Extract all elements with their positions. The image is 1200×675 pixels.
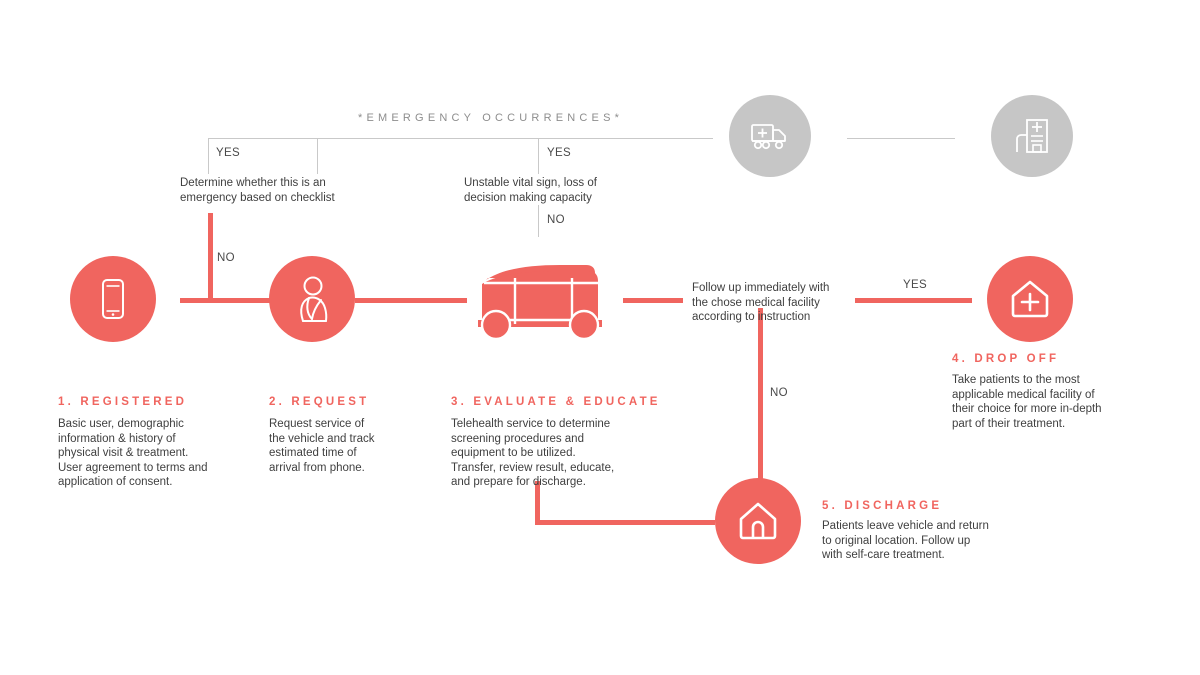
note-unstable-vitals: Unstable vital sign, loss of decision ma… <box>464 177 597 204</box>
hospital-building-icon <box>1014 117 1050 155</box>
flow-line-discharge-return-horizontal <box>535 520 715 525</box>
ambulance-icon <box>749 119 791 153</box>
step-node-discharge[interactable] <box>715 478 801 564</box>
step-body-evaluate-educate: Telehealth service to determine screenin… <box>451 418 615 489</box>
medical-facility-icon <box>1008 277 1052 321</box>
step-node-drop-off[interactable] <box>987 256 1073 342</box>
flow-line-request-to-evaluate <box>355 298 467 303</box>
bracket-tick-right <box>538 138 539 174</box>
step-body-drop-off: Take patients to the most applicable med… <box>952 374 1102 430</box>
branch-label-no-1: NO <box>217 252 235 264</box>
step-body-registered: Basic user, demographic information & hi… <box>58 418 208 489</box>
mobile-phone-icon <box>100 278 126 320</box>
step-node-evaluate-educate[interactable] <box>468 262 620 342</box>
flow-line-evaluate-to-followup <box>623 298 683 303</box>
bracket-tick-mid <box>317 138 318 174</box>
flow-line-registered-to-request <box>180 298 270 303</box>
section-title: *EMERGENCY OCCURRENCES* <box>358 112 624 124</box>
flow-line-no-3-vertical <box>758 308 763 488</box>
branch-label-yes-3: YES <box>903 279 927 291</box>
emergency-connector-line <box>847 138 955 139</box>
bracket-tick-left <box>208 138 209 174</box>
home-icon <box>736 500 780 542</box>
bracket-tick-right-lower <box>538 205 539 237</box>
branch-label-no-2: NO <box>547 214 565 226</box>
emergency-bracket-line <box>208 138 713 139</box>
injured-patient-icon <box>289 275 335 323</box>
flow-line-followup-to-dropoff <box>855 298 972 303</box>
step-title-evaluate-educate: 3. EVALUATE & EDUCATE <box>451 396 661 408</box>
step-title-discharge: 5. DISCHARGE <box>822 500 943 512</box>
step-node-request[interactable] <box>269 256 355 342</box>
branch-label-yes-2: YES <box>547 147 571 159</box>
step-body-discharge: Patients leave vehicle and return to ori… <box>822 520 989 562</box>
shuttle-vehicle-icon <box>468 262 620 342</box>
flow-line-no-1-vertical <box>208 213 213 303</box>
flow-line-discharge-return-vertical <box>535 481 540 525</box>
step-node-registered[interactable] <box>70 256 156 342</box>
note-follow-up: Follow up immediately with the chose med… <box>692 282 830 323</box>
branch-label-no-3: NO <box>770 387 788 399</box>
emergency-node-ambulance[interactable] <box>729 95 811 177</box>
branch-label-yes-1: YES <box>216 147 240 159</box>
emergency-node-hospital[interactable] <box>991 95 1073 177</box>
step-title-registered: 1. REGISTERED <box>58 396 188 408</box>
step-title-request: 2. REQUEST <box>269 396 370 408</box>
step-title-drop-off: 4. DROP OFF <box>952 353 1060 365</box>
step-body-request: Request service of the vehicle and track… <box>269 418 375 474</box>
note-emergency-checklist: Determine whether this is an emergency b… <box>180 177 335 204</box>
